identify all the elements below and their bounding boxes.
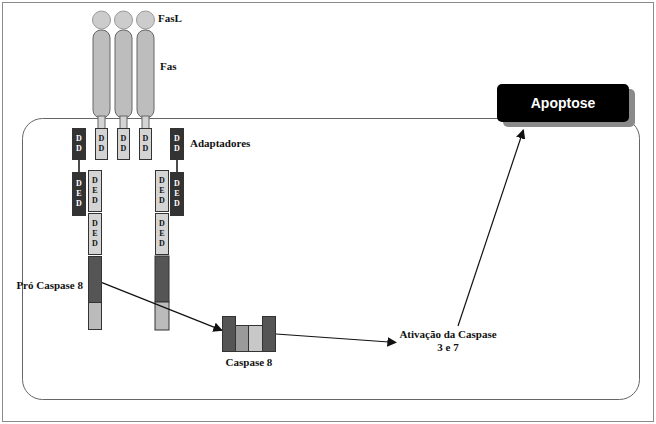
node-text: D E D <box>92 176 99 206</box>
adaptor-effector-domain: D E D <box>170 172 184 216</box>
flow-arrow <box>102 283 222 331</box>
cell-membrane <box>23 119 640 400</box>
receptor-label: Fas <box>160 60 177 72</box>
node-heading: Caspase 8 <box>226 356 273 368</box>
adaptor-death-domain: D D <box>170 128 184 160</box>
link-line <box>176 160 178 172</box>
node-text: Ativação da Caspase 3 e 7 <box>398 328 498 354</box>
node-text: D D <box>76 134 83 154</box>
fasl-ligand <box>93 11 155 29</box>
pro-caspase-bar <box>155 256 169 330</box>
node-text: D E D <box>174 179 181 209</box>
caspase-effector-domain: D E D <box>88 213 102 255</box>
fas-receptor <box>93 30 154 129</box>
activation-text: Ativação da Caspase 3 e 7 <box>398 326 498 356</box>
flow-arrow <box>458 130 523 326</box>
death-domain: D D <box>139 128 152 160</box>
node-text: D D <box>174 134 181 154</box>
node-text: D E D <box>76 179 83 209</box>
frame <box>3 3 654 422</box>
ligand-label: FasL <box>158 12 182 24</box>
node-heading: Pró Caspase 8 <box>16 279 83 291</box>
node-text: D D <box>142 134 149 154</box>
caspase-dimer: Caspase 8 <box>222 316 276 352</box>
apoptosis-box: Apoptose <box>497 84 629 122</box>
caspase-effector-domain: D E D <box>88 170 102 212</box>
death-domain: D D <box>117 128 130 160</box>
node-text: D D <box>120 134 127 154</box>
node-text: D E D <box>92 219 99 249</box>
adaptor-label: Adaptadores <box>190 137 250 149</box>
death-domain: D D <box>95 128 108 160</box>
pro-caspase-bar: Pró Caspase 8 <box>88 256 102 330</box>
adaptor-effector-domain: D E D <box>72 172 86 216</box>
caspase-effector-domain: D E D <box>155 213 169 255</box>
node-text: D E D <box>159 176 166 206</box>
node-text: Apoptose <box>531 95 596 111</box>
adaptor-death-domain: D D <box>72 128 86 160</box>
link-line <box>78 160 80 172</box>
caspase-shape <box>222 316 276 352</box>
node-text: D D <box>98 134 105 154</box>
node-text: D E D <box>159 219 166 249</box>
caspase-effector-domain: D E D <box>155 170 169 212</box>
flow-arrow <box>276 334 396 343</box>
